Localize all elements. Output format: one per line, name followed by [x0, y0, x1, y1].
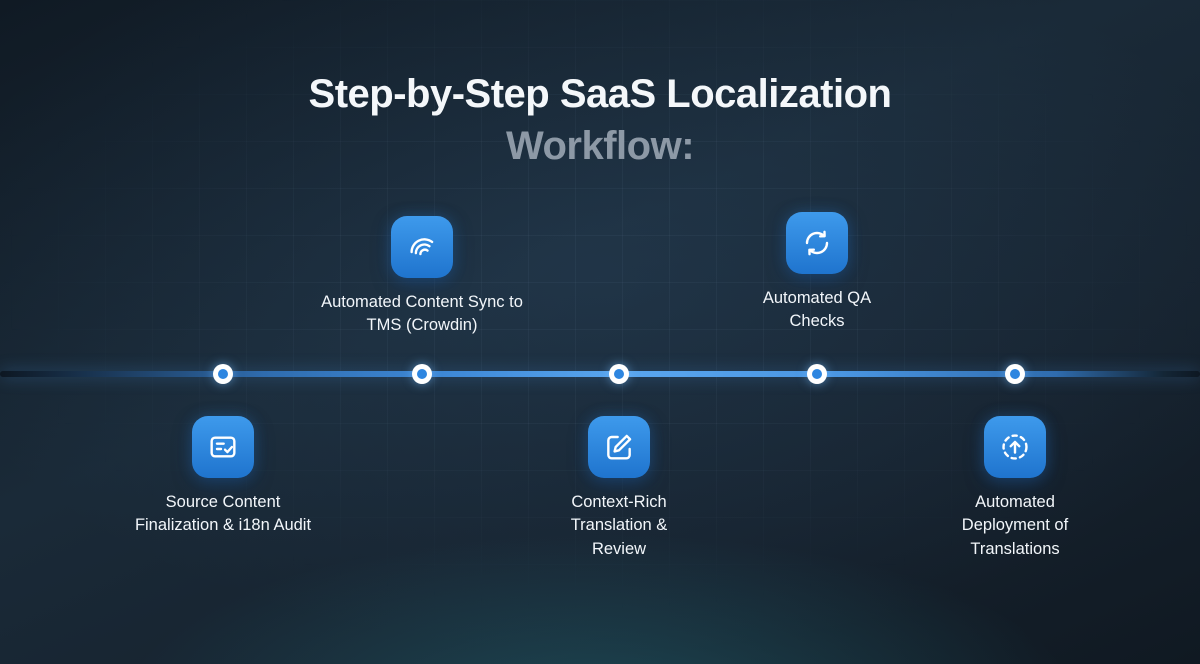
step-automated-deployment: Automated Deployment of Translations [935, 416, 1095, 561]
crowdin-waves-icon [391, 216, 453, 278]
step-label: Automated Content Sync to TMS (Crowdin) [321, 293, 523, 335]
step-label: Source Content Finalization & i18n Audit [134, 493, 312, 535]
edit-icon [588, 416, 650, 478]
timeline-node-core [614, 369, 624, 379]
timeline-node-core [1010, 369, 1020, 379]
step-source-content-finalization: Source Content Finalization & i18n Audit [133, 416, 313, 538]
step-automated-content-sync: Automated Content Sync to TMS (Crowdin) [312, 216, 532, 338]
timeline-node-core [417, 369, 427, 379]
timeline-node-5 [1005, 364, 1025, 384]
timeline-node-2 [412, 364, 432, 384]
step-context-rich-translation: Context-Rich Translation & Review [544, 416, 694, 561]
timeline-line [0, 371, 1200, 377]
page-title: Step-by-Step SaaS Localization Workflow: [0, 68, 1200, 172]
timeline-node-4 [807, 364, 827, 384]
checklist-icon [192, 416, 254, 478]
timeline-node-1 [213, 364, 233, 384]
timeline-node-core [218, 369, 228, 379]
timeline-node-3 [609, 364, 629, 384]
upload-icon [984, 416, 1046, 478]
step-label: Automated Deployment of Translations [961, 493, 1069, 558]
step-automated-qa-checks: Automated QA Checks [737, 212, 897, 334]
timeline-node-core [812, 369, 822, 379]
title-line-2: Workflow: [505, 124, 695, 168]
refresh-icon [786, 212, 848, 274]
title-line-1: Step-by-Step SaaS Localization [308, 72, 892, 116]
step-label: Automated QA Checks [762, 289, 872, 331]
step-label: Context-Rich Translation & Review [570, 493, 668, 558]
